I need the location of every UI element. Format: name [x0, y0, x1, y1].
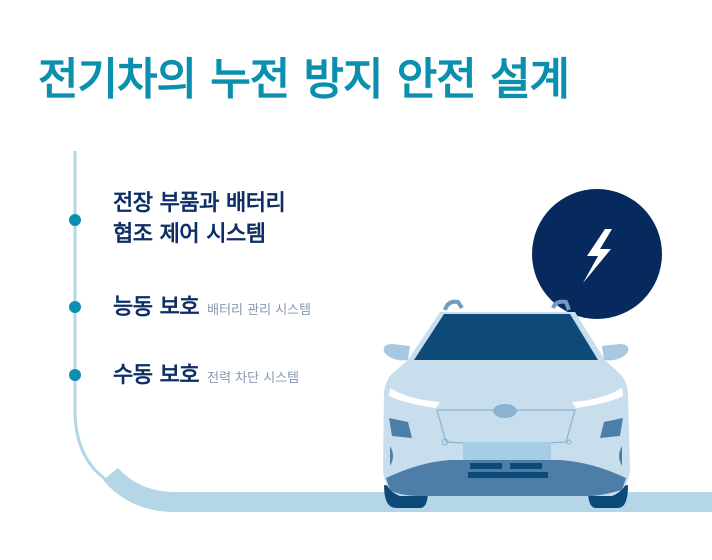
timeline-dot-3: [69, 369, 81, 381]
lightning-badge-icon: [532, 189, 662, 319]
electric-car-illustration: [383, 299, 630, 508]
item-3-sub: 전력 차단 시스템: [207, 371, 300, 386]
item-2-main: 능동 보호: [113, 295, 200, 320]
item-passive-protection: 수동 보호 전력 차단 시스템: [113, 360, 299, 394]
item-2-sub: 배터리 관리 시스템: [207, 303, 312, 318]
item-3-main: 수동 보호: [113, 363, 200, 388]
timeline-dot-1: [69, 214, 81, 226]
item-1-line-2: 협조 제어 시스템: [113, 222, 266, 247]
item-coordinated-control: 전장 부품과 배터리 협조 제어 시스템: [113, 188, 286, 250]
road-band: [103, 468, 712, 512]
item-active-protection: 능동 보호 배터리 관리 시스템: [113, 292, 311, 326]
item-1-line-1: 전장 부품과 배터리: [113, 191, 286, 216]
page-title: 전기차의 누전 방지 안전 설계: [38, 54, 570, 105]
timeline-dot-2: [69, 301, 81, 313]
